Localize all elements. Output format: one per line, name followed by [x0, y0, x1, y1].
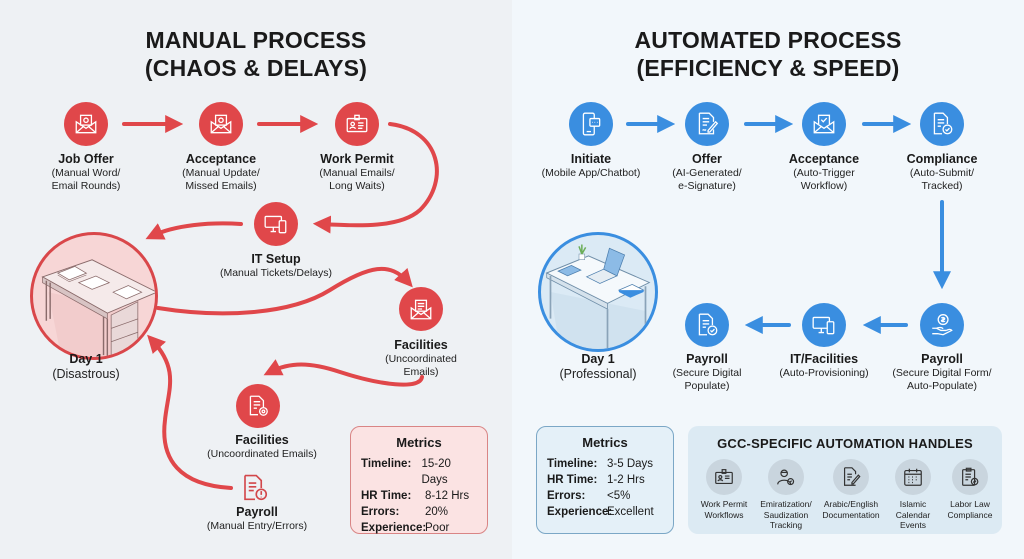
manual-title-line2: (CHAOS & DELAYS): [144, 55, 368, 81]
gcc-title: GCC-SPECIFIC AUTOMATION HANDLES: [717, 436, 973, 451]
metrics-row: Experience:Excellent: [547, 506, 654, 518]
compliance-label: Compliance (Auto-Submit/ Tracked): [906, 152, 978, 192]
it-facilities-label: IT/Facilities (Auto-Provisioning): [779, 352, 869, 379]
offer-node: [685, 102, 729, 146]
metrics-row: Experience:Poor: [361, 522, 450, 534]
facilities-label: Facilities (Uncoordinated Emails): [385, 338, 457, 378]
auto-payroll-final-node: [685, 303, 729, 347]
facilities-secondary-label: Facilities (Uncoordinated Emails): [207, 433, 317, 460]
it-setup-label: IT Setup (Manual Tickets/Delays): [219, 252, 333, 279]
cluttered-desk-icon: [41, 259, 155, 357]
doc-check-icon: [933, 112, 953, 135]
doc-pen-icon: [843, 467, 861, 486]
metrics-row: Errors:<5%: [547, 490, 631, 502]
job-offer-label: Job Offer (Manual Word/ Email Rounds): [51, 152, 121, 192]
day1-automated-illustration: [538, 232, 658, 352]
clipboard-check-icon: [962, 467, 979, 486]
facilities-node: [399, 287, 443, 331]
offer-label: Offer (AI-Generated/ e-Signature): [672, 152, 742, 192]
it-setup-node: [254, 202, 298, 246]
gcc-item-emiratization: Emiratization/ Saudization Tracking: [754, 459, 818, 531]
gcc-item-labor-law: Labor Law Compliance: [938, 459, 1002, 520]
gcc-item-arabic-english: Arabic/English Documentation: [819, 459, 883, 520]
doc-signature-icon: [698, 112, 719, 135]
phone-chat-icon: [582, 112, 601, 136]
day1-manual-label: Day 1 (Disastrous): [52, 352, 120, 381]
auto-payroll-label: Payroll (Secure Digital Form/ Auto-Popul…: [892, 352, 992, 392]
envelope-at-icon: [210, 114, 232, 134]
monitor-phone-icon: [812, 316, 835, 335]
manual-title-line1: MANUAL PROCESS: [145, 27, 367, 53]
initiate-node: [569, 102, 613, 146]
auto-payroll-final-label: Payroll (Secure Digital Populate): [672, 352, 742, 392]
day1-manual-illustration: [30, 232, 158, 360]
day1-automated-label: Day 1 (Professional): [559, 352, 637, 381]
calendar-icon: [904, 468, 922, 486]
auto-acceptance-label: Acceptance (Auto-Trigger Workflow): [788, 152, 860, 192]
doc-check-icon: [698, 313, 718, 336]
payroll-label: Payroll (Manual Entry/Errors): [206, 505, 308, 532]
doc-gear-icon: [249, 395, 268, 416]
job-offer-node: [64, 102, 108, 146]
metrics-row: Timeline:15-20 Days: [361, 458, 451, 486]
metrics-row: HR Time:8-12 Hrs: [361, 490, 470, 502]
acceptance-node: [199, 102, 243, 146]
metrics-row: Timeline:3-5 Days: [547, 458, 654, 470]
hand-coin-icon: [932, 314, 953, 336]
id-badge-icon: [346, 114, 368, 133]
envelope-at-icon: [75, 114, 97, 134]
id-badge-icon: [715, 469, 733, 485]
initiate-label: Initiate (Mobile App/Chatbot): [541, 152, 641, 179]
metrics-title: Metrics: [582, 435, 628, 450]
metrics-row: HR Time:1-2 Hrs: [547, 474, 645, 486]
gcc-automation-handles: GCC-SPECIFIC AUTOMATION HANDLES Work Per…: [688, 426, 1002, 534]
automated-metrics-box: Metrics Timeline:3-5 Days HR Time:1-2 Hr…: [536, 426, 674, 534]
gcc-item-islamic-calendar: Islamic Calendar Events: [881, 459, 945, 531]
acceptance-label: Acceptance (Manual Update/ Missed Emails…: [182, 152, 260, 192]
it-facilities-node: [802, 303, 846, 347]
worker-badge-icon: [777, 469, 795, 486]
manual-title: MANUAL PROCESS (CHAOS & DELAYS): [106, 26, 406, 82]
envelope-doc-icon: [410, 299, 432, 320]
automated-title-line1: AUTOMATED PROCESS: [634, 27, 902, 53]
auto-acceptance-node: [802, 102, 846, 146]
automated-title-line2: (EFFICIENCY & SPEED): [636, 55, 900, 81]
monitor-phone-icon: [264, 215, 287, 234]
metrics-row: Errors:20%: [361, 506, 449, 518]
tidy-desk-icon: [545, 244, 651, 349]
compliance-node: [920, 102, 964, 146]
envelope-check-icon: [813, 114, 835, 134]
auto-payroll-node: [920, 303, 964, 347]
doc-warning-icon: [244, 474, 268, 501]
metrics-title: Metrics: [396, 435, 442, 450]
facilities-secondary-node: [236, 384, 280, 428]
work-permit-node: [335, 102, 379, 146]
work-permit-label: Work Permit (Manual Emails/ Long Waits): [319, 152, 395, 192]
manual-metrics-box: Metrics Timeline:15-20 Days HR Time:8-12…: [350, 426, 488, 534]
gcc-item-work-permit: Work Permit Workflows: [692, 459, 756, 520]
payroll-node: [240, 473, 270, 503]
automated-title: AUTOMATED PROCESS (EFFICIENCY & SPEED): [588, 26, 948, 82]
